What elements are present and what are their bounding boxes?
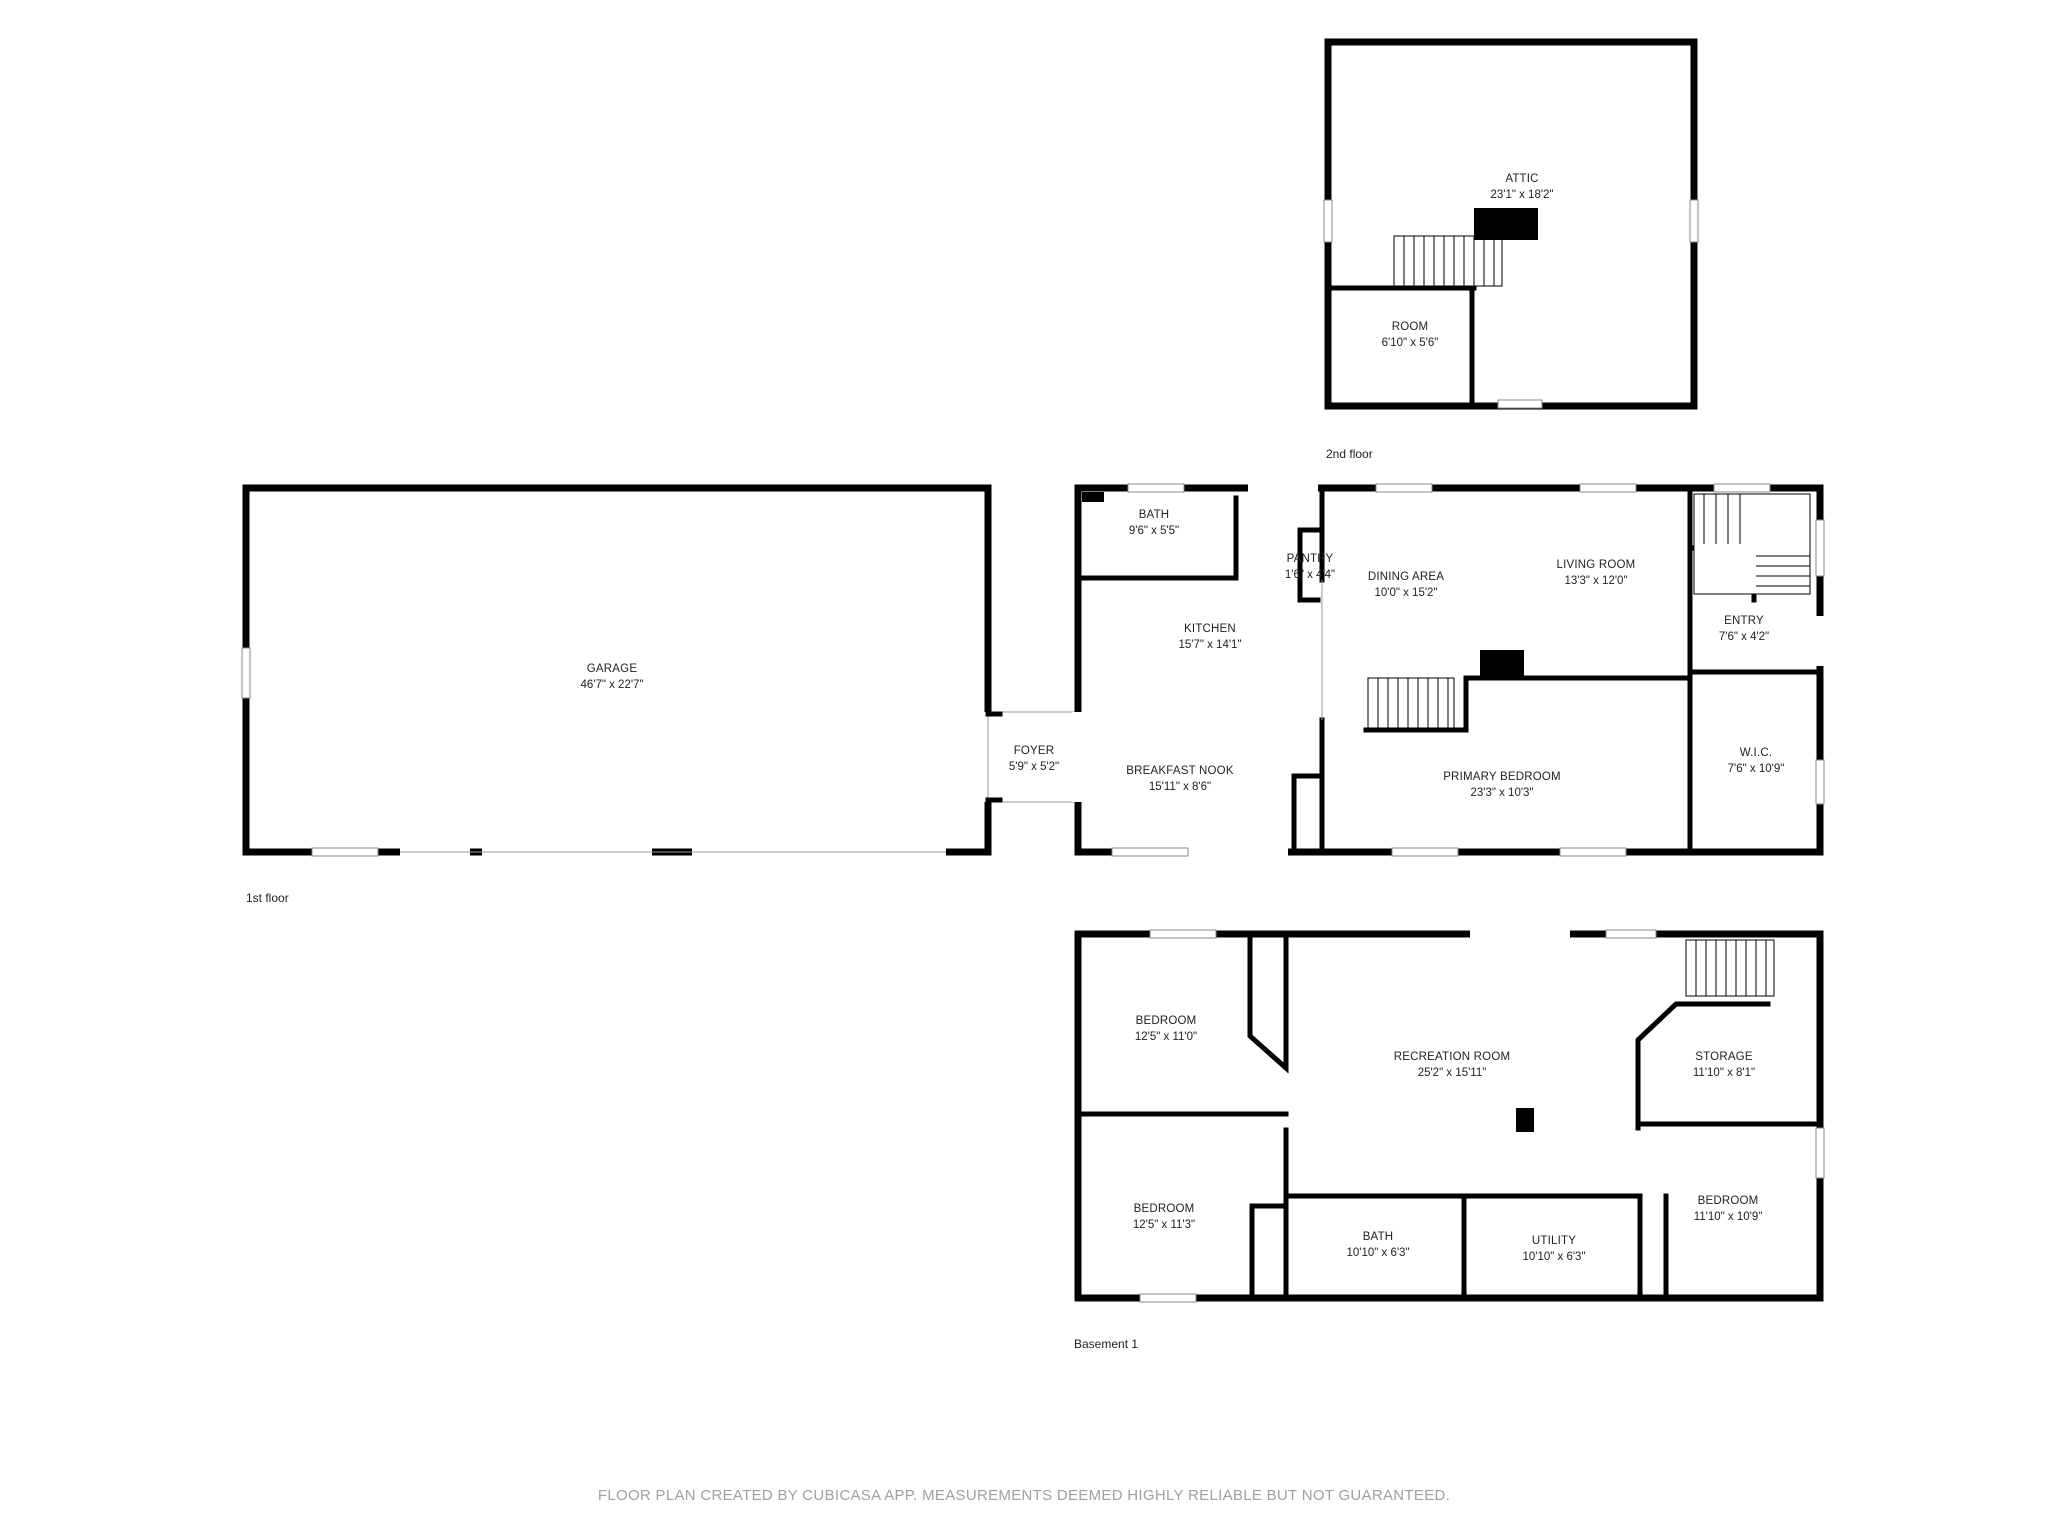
garage-east-opening <box>984 712 996 802</box>
bath-walls <box>1077 495 1239 581</box>
garage-west-window <box>241 647 251 699</box>
basement-north-opening <box>1470 928 1570 940</box>
attic-south-window <box>1497 399 1543 409</box>
attic-east-window <box>1689 199 1699 243</box>
wic-name: W.I.C. <box>1740 747 1773 759</box>
utility-name: UTILITY <box>1532 1235 1576 1247</box>
room-name: ROOM <box>1392 321 1429 333</box>
bedroom-se-east-window <box>1815 1127 1825 1179</box>
bedroom-sw-window <box>1139 1293 1197 1303</box>
basement-bath-name: BATH <box>1363 1231 1394 1243</box>
bedroom-sw-closet-wall <box>1249 1203 1289 1299</box>
storage-dim: 11'10" x 8'1" <box>1693 1067 1755 1079</box>
basement-stair-treads <box>1695 940 1767 996</box>
bedroom-nw-name: BEDROOM <box>1136 1015 1197 1027</box>
attic-name: ATTIC <box>1505 173 1538 185</box>
dining-area-name: DINING AREA <box>1368 571 1444 583</box>
house-south-opening <box>1158 846 1288 858</box>
attic-west-window <box>1323 199 1333 243</box>
bedroom-nw-window <box>1149 929 1217 939</box>
living-room-dim: 13'3" x 12'0" <box>1564 575 1627 587</box>
recreation-room-name: RECREATION ROOM <box>1394 1051 1511 1063</box>
attic-stair-treads <box>1403 236 1495 286</box>
pantry-walls <box>1297 527 1321 603</box>
bedroom-nw-closet-wall <box>1247 935 1289 1074</box>
foyer-outline <box>987 711 1081 803</box>
main-stairs <box>1367 677 1455 729</box>
bedroom-sw-dim: 12'5" x 11'3" <box>1133 1219 1195 1231</box>
bath-window <box>1127 483 1185 493</box>
bedroom-se-dim: 11'10" x 10'9" <box>1694 1211 1763 1223</box>
foyer-name: FOYER <box>1014 745 1055 757</box>
recreation-room-dim: 25'2" x 15'11" <box>1418 1067 1487 1079</box>
bedroom-south-window-2 <box>1559 847 1627 857</box>
entry-east-window <box>1815 519 1825 577</box>
dining-area-dim: 10'0" x 15'2" <box>1374 587 1437 599</box>
second-floor-label: 2nd floor <box>1326 447 1373 461</box>
bedroom-nw-dim: 12'5" x 11'0" <box>1135 1031 1197 1043</box>
garage-name: GARAGE <box>587 663 638 675</box>
first-floor-label: 1st floor <box>246 891 289 905</box>
entry-stair-treads <box>1703 494 1810 587</box>
first-floor-plan: GARAGE 46'7" x 22'7" FOYER 5'9" x 5'2" B… <box>241 482 1826 905</box>
garage-south-window <box>311 847 379 857</box>
primary-bedroom-name: PRIMARY BEDROOM <box>1443 771 1561 783</box>
footer-disclaimer: FLOOR PLAN CREATED BY CUBICASA APP. MEAS… <box>598 1487 1450 1504</box>
nook-south-window <box>1111 847 1189 857</box>
living-north-window <box>1579 483 1637 493</box>
entry-name: ENTRY <box>1724 615 1764 627</box>
entry-door-opening <box>1814 616 1826 666</box>
room-dim: 6'10" x 5'6" <box>1382 337 1439 349</box>
basement-plan: BEDROOM 12'5" x 11'0" BEDROOM 12'5" x 11… <box>1074 928 1825 1351</box>
kitchen-dim: 15'7" x 14'1" <box>1178 639 1241 651</box>
bedroom-se-name: BEDROOM <box>1698 1195 1759 1207</box>
garage-dim: 46'7" x 22'7" <box>580 679 643 691</box>
kitchen-name: KITCHEN <box>1184 623 1236 635</box>
utility-dim: 10'10" x 6'3" <box>1522 1251 1585 1263</box>
wic-dim: 7'6" x 10'9" <box>1728 763 1785 775</box>
bedroom-south-window-1 <box>1391 847 1459 857</box>
foyer-dim: 5'9" x 5'2" <box>1009 761 1059 773</box>
bath-corner <box>1082 492 1104 502</box>
nook-closet-wall <box>1291 773 1325 853</box>
basement-label: Basement 1 <box>1074 1337 1138 1351</box>
entry-dim: 7'6" x 4'2" <box>1719 631 1769 643</box>
main-chimney <box>1480 650 1524 680</box>
bath-dim: 9'6" x 5'5" <box>1129 525 1179 537</box>
attic-dim: 23'1" x 18'2" <box>1490 189 1553 201</box>
storage-name: STORAGE <box>1695 1051 1753 1063</box>
breakfast-nook-name: BREAKFAST NOOK <box>1126 765 1234 777</box>
storage-west-wall <box>1635 1001 1771 1131</box>
living-room-name: LIVING ROOM <box>1557 559 1636 571</box>
basement-bath-dim: 10'10" x 6'3" <box>1346 1247 1409 1259</box>
foyer-entry-opening <box>1072 712 1084 802</box>
second-floor-plan: ATTIC 23'1" x 18'2" ROOM 6'10" x 5'6" 2n… <box>1323 38 1699 461</box>
primary-bedroom-dim: 23'3" x 10'3" <box>1470 787 1533 799</box>
house-north-opening <box>1248 482 1318 494</box>
attic-chimney <box>1474 208 1538 240</box>
entry-stairs <box>1693 493 1811 595</box>
basement-stairs <box>1685 939 1775 997</box>
basement-chimney <box>1516 1108 1534 1132</box>
bedroom-sw-name: BEDROOM <box>1134 1203 1195 1215</box>
pantry-name: PANTRY <box>1287 553 1334 565</box>
pantry-dim: 1'6" x 4'4" <box>1285 569 1335 581</box>
dining-north-window <box>1375 483 1433 493</box>
wic-east-window <box>1815 759 1825 805</box>
entry-north-window <box>1713 483 1771 493</box>
attic-stairs <box>1393 235 1503 287</box>
main-stair-treads <box>1377 678 1449 728</box>
breakfast-nook-dim: 15'11" x 8'6" <box>1149 781 1211 793</box>
rec-north-window <box>1605 929 1657 939</box>
primary-bedroom-north-wall <box>1363 675 1693 733</box>
bath-name: BATH <box>1139 509 1170 521</box>
